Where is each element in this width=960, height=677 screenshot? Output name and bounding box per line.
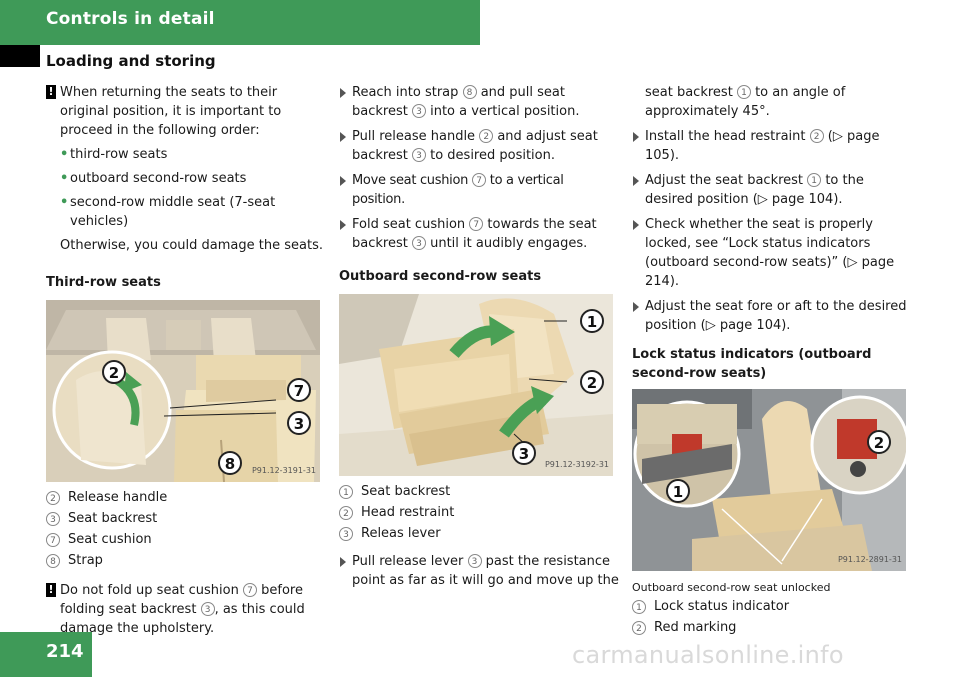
callout-2: 2 (580, 370, 604, 394)
number-circle-icon: 7 (46, 533, 60, 547)
number-circle-icon: 3 (411, 236, 426, 250)
lock-status-figure: 1 2 P91.12-2891-31 (632, 389, 906, 571)
seat-order-list: •third-row seats •outboard second-row se… (60, 145, 326, 231)
page-number: 214 (46, 641, 84, 662)
column-3: seat backrest 1 to an angle of approxima… (632, 83, 914, 639)
instruction-step: Pull release lever 3 past the resistance… (339, 552, 619, 590)
outboard-seat-illustration (339, 294, 613, 476)
bullet-icon: • (60, 195, 69, 210)
number-circle-icon: 3 (411, 148, 426, 162)
number-circle-icon: 1 (632, 600, 646, 614)
instruction-step: Adjust the seat backrest 1 to the desire… (632, 171, 914, 209)
figure-code: P91.12-3191-31 (251, 466, 316, 475)
warning-icon: ! (46, 583, 56, 597)
instruction-step: Check whether the seat is properly locke… (632, 215, 914, 291)
warning-note-2: ! Do not fold up seat cushion 7 before f… (46, 581, 326, 638)
list-item: •second-row middle seat (7-seat vehicles… (60, 195, 276, 229)
step-arrow-icon (340, 557, 346, 567)
figure-code: P91.12-3192-31 (544, 460, 609, 469)
warning-note-1: ! When returning the seats to their orig… (46, 83, 326, 140)
warning-icon: ! (46, 85, 56, 99)
callout-8: 8 (218, 451, 242, 475)
figure-caption: Outboard second-row seat unlocked (632, 581, 831, 594)
instruction-step: Fold seat cushion 7 towards the seat bac… (339, 215, 619, 253)
number-circle-icon: 8 (46, 554, 60, 568)
step-arrow-icon (340, 220, 346, 230)
third-row-seats-figure: 2 7 3 8 P91.12-3191-31 (46, 300, 320, 482)
warning-text: When returning the seats to their origin… (60, 85, 282, 138)
watermark: carmanualsonline.info (572, 641, 844, 669)
third-row-heading: Third-row seats (46, 275, 161, 290)
bullet-icon: • (60, 147, 69, 162)
number-circle-icon: 2 (46, 491, 60, 505)
section-marker (0, 45, 40, 67)
number-circle-icon: 7 (469, 217, 484, 231)
number-circle-icon: 2 (339, 506, 353, 520)
third-row-seats-illustration (46, 300, 320, 482)
number-circle-icon: 1 (736, 85, 751, 99)
bullet-icon: • (60, 171, 69, 186)
callout-1: 1 (580, 309, 604, 333)
number-circle-icon: 1 (339, 485, 353, 499)
outboard-heading: Outboard second-row seats (339, 269, 542, 284)
number-circle-icon: 3 (46, 512, 60, 526)
number-circle-icon: 2 (632, 621, 646, 635)
number-circle-icon: 3 (467, 554, 482, 568)
number-circle-icon: 7 (242, 583, 257, 597)
number-circle-icon: 7 (471, 173, 486, 187)
list-item: •third-row seats (60, 147, 168, 162)
callout-1: 1 (666, 479, 690, 503)
instruction-step: Adjust the seat fore or aft to the desir… (632, 297, 914, 335)
step-arrow-icon (633, 220, 639, 230)
step-arrow-icon (340, 176, 346, 186)
callout-3: 3 (287, 411, 311, 435)
lock-status-heading: Lock status indicators (outboard second-… (632, 347, 872, 381)
number-circle-icon: 2 (479, 129, 494, 143)
list-item: •outboard second-row seats (60, 171, 247, 186)
column-1: ! When returning the seats to their orig… (46, 83, 326, 638)
step-arrow-icon (633, 302, 639, 312)
instruction-step: Reach into strap 8 and pull seat backres… (339, 83, 619, 121)
number-circle-icon: 8 (462, 85, 477, 99)
instruction-step: Pull release handle 2 and adjust seat ba… (339, 127, 619, 165)
number-circle-icon: 3 (339, 527, 353, 541)
number-circle-icon: 3 (200, 602, 215, 616)
number-circle-icon: 2 (809, 129, 824, 143)
otherwise-text: Otherwise, you could damage the seats. (60, 238, 323, 253)
number-circle-icon: 1 (807, 173, 822, 187)
instruction-step: Install the head restraint 2 (▷ page 105… (632, 127, 914, 165)
step-arrow-icon (633, 132, 639, 142)
continued-step: seat backrest 1 to an angle of approxima… (645, 85, 846, 119)
instruction-step: Move seat cushion 7 to a vertical positi… (339, 171, 619, 209)
section-title: Loading and storing (46, 52, 216, 70)
step-arrow-icon (340, 132, 346, 142)
step-arrow-icon (340, 88, 346, 98)
callout-2: 2 (867, 430, 891, 454)
callout-7: 7 (287, 378, 311, 402)
callout-3: 3 (512, 441, 536, 465)
outboard-seats-figure: 1 2 3 P91.12-3192-31 (339, 294, 613, 476)
header-bar: Controls in detail (0, 0, 480, 45)
figure-code: P91.12-2891-31 (837, 555, 902, 564)
callout-2: 2 (102, 360, 126, 384)
column-2: Reach into strap 8 and pull seat backres… (339, 83, 619, 596)
page-number-box: 214 (0, 632, 92, 677)
number-circle-icon: 3 (411, 104, 426, 118)
step-arrow-icon (633, 176, 639, 186)
chapter-title: Controls in detail (46, 9, 215, 29)
